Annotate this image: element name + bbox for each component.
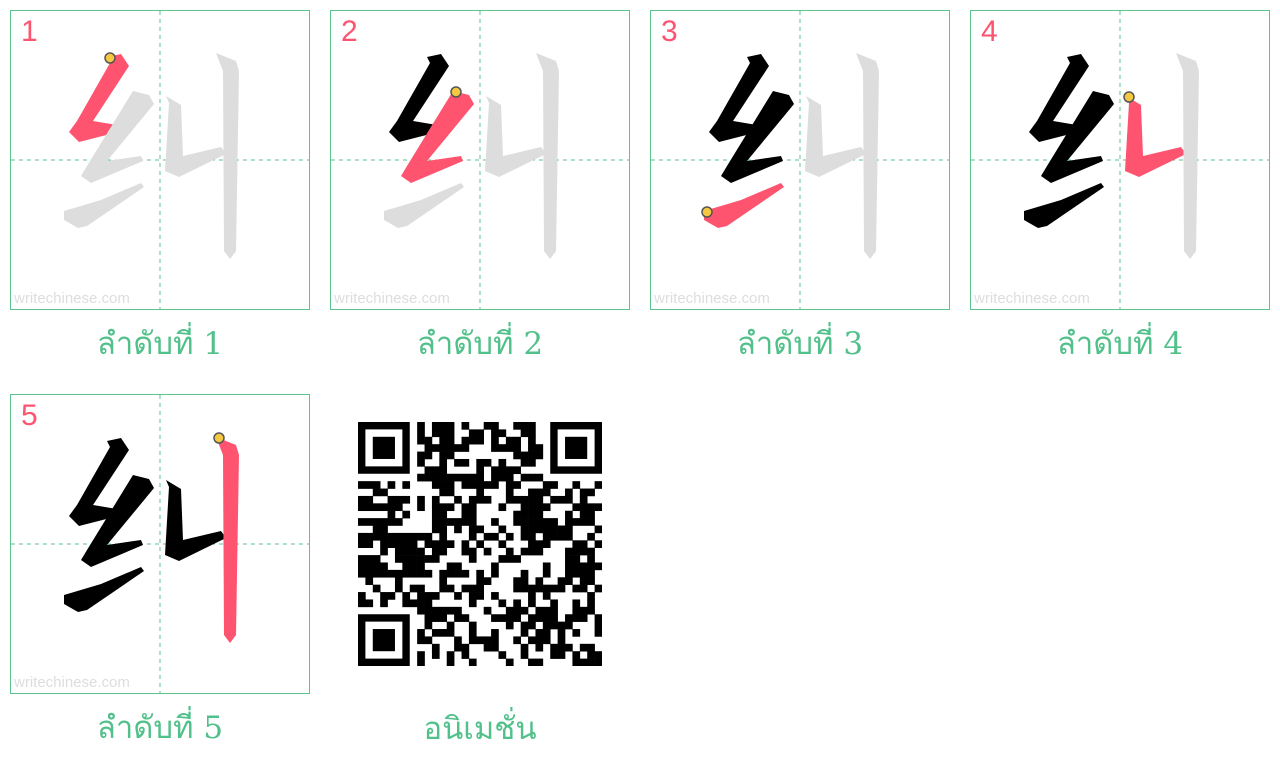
stroke-2 (81, 475, 154, 567)
step-number: 1 (21, 15, 38, 48)
stroke-4 (805, 96, 866, 177)
stroke-4 (165, 480, 226, 561)
step-label: ลำดับที่ 2 (416, 326, 544, 362)
stroke-3 (384, 183, 464, 228)
start-point-icon (104, 52, 116, 64)
start-point-icon (701, 206, 713, 218)
step-label: ลำดับที่ 4 (1056, 326, 1184, 362)
stroke-4 (165, 96, 226, 177)
stroke-5 (536, 53, 559, 259)
step-number: 3 (661, 15, 678, 48)
stroke-2 (81, 91, 154, 183)
qr-code[interactable] (358, 422, 602, 666)
stroke-2 (401, 91, 474, 183)
stroke-2 (1041, 91, 1114, 183)
character-grid (11, 11, 309, 309)
stroke-1 (389, 54, 449, 142)
character-grid (651, 11, 949, 309)
step-label: ลำดับที่ 5 (96, 710, 224, 746)
watermark: writechinese.com (14, 674, 130, 691)
watermark: writechinese.com (334, 290, 450, 307)
stroke-2 (721, 91, 794, 183)
stroke-5 (1176, 53, 1199, 259)
stroke-panel-4: 4 writechinese.com (970, 10, 1270, 310)
stroke-4 (1125, 96, 1186, 177)
start-point-icon (1123, 91, 1135, 103)
stroke-5 (216, 437, 239, 643)
start-point-icon (450, 86, 462, 98)
character-grid (331, 11, 629, 309)
stroke-1 (69, 438, 129, 526)
stroke-3 (64, 567, 144, 612)
stroke-panel-3: 3 writechinese.com (650, 10, 950, 310)
stroke-5 (856, 53, 879, 259)
step-number: 5 (21, 399, 38, 432)
watermark: writechinese.com (974, 290, 1090, 307)
character-grid (11, 395, 309, 693)
step-number: 2 (341, 15, 358, 48)
animation-label[interactable]: อนิเมชั่น (423, 711, 537, 747)
start-point-icon (213, 432, 225, 444)
step-number: 4 (981, 15, 998, 48)
stroke-panel-2: 2 writechinese.com (330, 10, 630, 310)
stroke-5 (216, 53, 239, 259)
stroke-1 (709, 54, 769, 142)
stroke-1 (1029, 54, 1089, 142)
step-label: ลำดับที่ 1 (96, 326, 224, 362)
stroke-3 (1024, 183, 1104, 228)
watermark: writechinese.com (654, 290, 770, 307)
stroke-panel-1: 1 writechinese.com (10, 10, 310, 310)
stroke-4 (485, 96, 546, 177)
character-grid (971, 11, 1269, 309)
stroke-panel-5: 5 writechinese.com (10, 394, 310, 694)
watermark: writechinese.com (14, 290, 130, 307)
stroke-3 (64, 183, 144, 228)
stroke-3 (704, 183, 784, 228)
stroke-1 (69, 54, 129, 142)
step-label: ลำดับที่ 3 (736, 326, 864, 362)
